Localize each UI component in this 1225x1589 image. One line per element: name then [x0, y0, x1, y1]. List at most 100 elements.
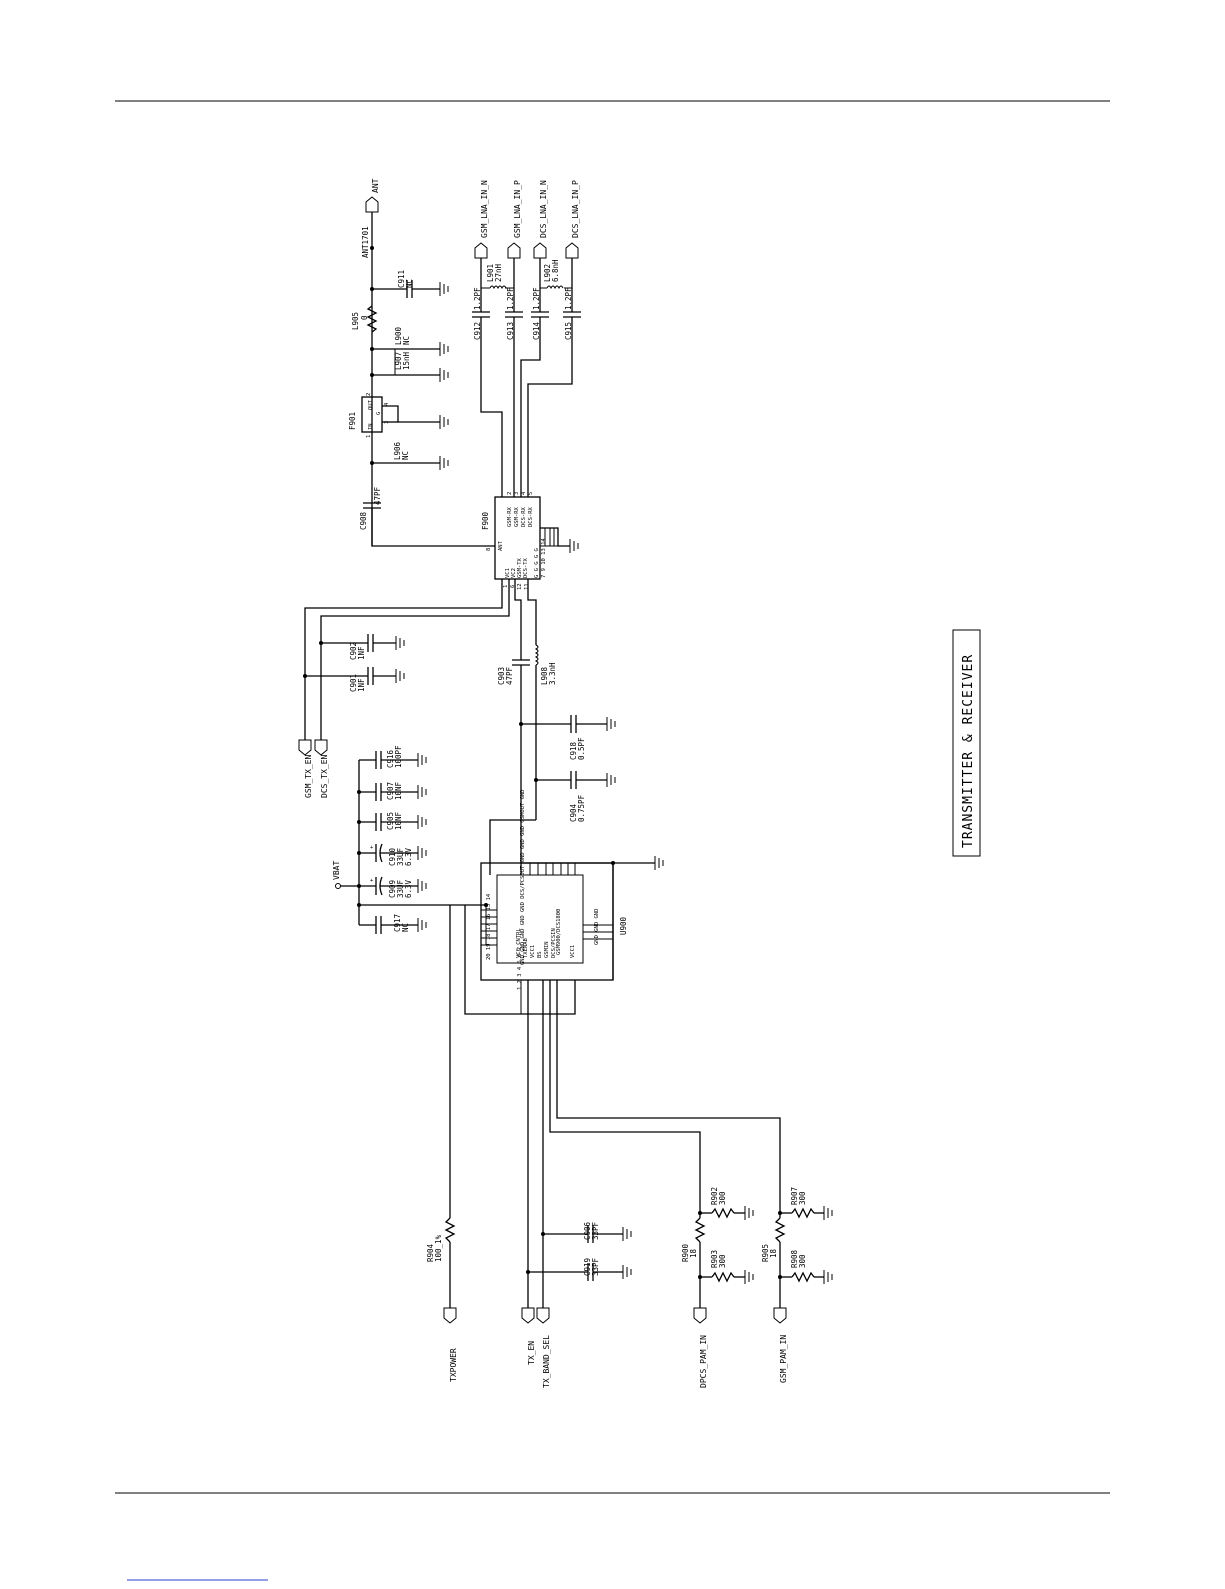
svg-text:G G G G G: G G G G G [534, 548, 540, 578]
l907-label: L907 [394, 352, 403, 370]
svg-text:GND GND GND GND GND DCS/PCSOUT: GND GND GND GND GND DCS/PCSOUT GND GND G… [520, 790, 526, 966]
svg-text:18: 18 [769, 1248, 778, 1258]
svg-text:C902: C902 [349, 642, 358, 660]
svg-text:11: 11 [524, 583, 530, 590]
svg-text:1: 1 [503, 585, 509, 588]
svg-text:20 19 18 17 16 15 14: 20 19 18 17 16 15 14 [486, 893, 492, 960]
gsm-tx-en-port: GSM_TX_EN [304, 754, 313, 798]
svg-text:300: 300 [798, 1191, 807, 1205]
svg-text:GSM-RX: GSM-RX [507, 506, 513, 527]
svg-text:33PF: 33PF [591, 1257, 600, 1276]
svg-text:33PF: 33PF [591, 1221, 600, 1240]
l906-value: NC [401, 451, 410, 460]
svg-text:10NF: 10NF [394, 811, 403, 830]
svg-text:2: 2 [507, 492, 513, 495]
c908-value: 47PF [373, 486, 382, 505]
txpower-port: TXPOWER [449, 1348, 458, 1382]
sheet-title: TRANSMITTER & RECEIVER [961, 654, 976, 848]
svg-text:1.2PF: 1.2PF [506, 287, 515, 310]
c908-label: C908 [359, 511, 368, 530]
svg-text:GND GND GND: GND GND GND [594, 909, 600, 945]
svg-text:6.3V: 6.3V [404, 847, 413, 866]
control-lines: R904 100_1% TXPOWER TX_EN TX_BAND_SEL C9… [426, 905, 833, 1388]
svg-text:+: + [370, 845, 374, 851]
tx-path: C903 47PF L908 3.3nH C918 0.5PF C904 0.7… [489, 579, 616, 875]
svg-text:GSMIN: GSMIN [544, 941, 550, 958]
svg-text:C913: C913 [506, 322, 515, 340]
gsm-lna-in-n-port: GSM_LNA_IN_N [480, 180, 489, 238]
svg-text:5: 5 [528, 492, 534, 495]
dpcs-pam-in-port: DPCS_PAM_IN [699, 1335, 708, 1388]
title-box [952, 629, 981, 857]
l906-label: L906 [393, 441, 402, 460]
svg-text:4: 4 [384, 402, 390, 406]
svg-text:1: 1 [366, 435, 372, 438]
svg-text:1.2PF: 1.2PF [532, 287, 541, 310]
svg-text:TXENAB: TXENAB [523, 937, 529, 958]
svg-text:47PF: 47PF [505, 666, 514, 685]
svg-text:C909: C909 [388, 880, 397, 898]
svg-text:ANT: ANT [498, 540, 504, 551]
svg-text:C905: C905 [386, 812, 395, 830]
svg-text:3: 3 [514, 492, 520, 495]
svg-text:DCS-RX: DCS-RX [528, 506, 534, 527]
l907-value: 15nH [402, 351, 411, 370]
svg-text:GSM-TX: GSM-TX [517, 557, 523, 578]
tx-band-sel-port: TX_BAND_SEL [542, 1335, 551, 1388]
svg-text:C901: C901 [349, 674, 358, 692]
svg-text:8: 8 [486, 548, 492, 551]
svg-text:VCC_CNTRL: VCC_CNTRL [516, 928, 522, 958]
svg-text:0.5PF: 0.5PF [577, 737, 586, 760]
svg-text:C917: C917 [393, 914, 402, 932]
svg-text:4: 4 [521, 491, 527, 495]
svg-text:C916: C916 [386, 749, 395, 768]
c911-label: C911 [397, 270, 406, 288]
svg-text:GSM-RX: GSM-RX [514, 506, 520, 527]
svg-text:C910: C910 [388, 847, 397, 866]
svg-text:33UF: 33UF [396, 879, 405, 898]
svg-text:C903: C903 [497, 667, 506, 685]
svg-text:R900: R900 [681, 1243, 690, 1262]
gsm-lna-in-p-port: GSM_LNA_IN_P [513, 180, 522, 238]
ant-net-label: ANT [371, 178, 380, 193]
svg-text:10NF: 10NF [394, 781, 403, 800]
gsm-pam-in-port: GSM_PAM_IN [779, 1335, 788, 1383]
f901-block [361, 396, 383, 433]
svg-text:C919: C919 [583, 1258, 592, 1276]
svg-text:300: 300 [718, 1191, 727, 1205]
svg-text:300: 300 [798, 1254, 807, 1268]
svg-text:R908: R908 [790, 1249, 799, 1268]
dcs-lna-in-n-port: DCS_LNA_IN_N [539, 180, 548, 238]
rx-outputs: GSM_LNA_IN_N C912 1.2PF GSM_LNA_IN_P C91… [472, 180, 581, 497]
svg-text:0.75PF: 0.75PF [577, 794, 586, 822]
svg-text:27nH: 27nH [494, 263, 503, 282]
dcs-lna-in-p-port: DCS_LNA_IN_P [571, 180, 580, 238]
u900-pa-module: U900 GND GND GND GND GND DCS/PCSOUT GND … [480, 790, 664, 990]
svg-text:300: 300 [718, 1254, 727, 1268]
svg-text:1NF: 1NF [357, 678, 366, 692]
l905-value: 0 [360, 315, 369, 320]
svg-text:C918: C918 [569, 741, 578, 760]
svg-text:R904: R904 [426, 1243, 435, 1262]
svg-text:DCS-RX: DCS-RX [521, 506, 527, 527]
svg-text:R902: R902 [710, 1187, 719, 1205]
svg-text:18: 18 [689, 1248, 698, 1258]
svg-text:1NF: 1NF [357, 646, 366, 660]
svg-text:C915: C915 [564, 322, 573, 340]
svg-text:C906: C906 [583, 1221, 592, 1240]
ant1701-label: ANT1701 [361, 226, 370, 258]
svg-text:1.2PF: 1.2PF [564, 287, 573, 310]
tx-en-port: TX_EN [527, 1341, 536, 1365]
l900-label: L900 [394, 326, 403, 345]
svg-text:VCC1: VCC1 [530, 945, 536, 958]
svg-text:2: 2 [366, 393, 372, 396]
svg-text:L902: L902 [543, 264, 552, 282]
svg-text:L908: L908 [540, 666, 549, 685]
svg-text:L901: L901 [486, 264, 495, 282]
vbat-decoupling: C916 100PF C907 10NF C905 10NF + C910 33… [332, 745, 486, 934]
svg-text:C907: C907 [386, 782, 395, 800]
svg-text:OUT: OUT [368, 399, 374, 410]
f901-label: F901 [348, 412, 357, 430]
